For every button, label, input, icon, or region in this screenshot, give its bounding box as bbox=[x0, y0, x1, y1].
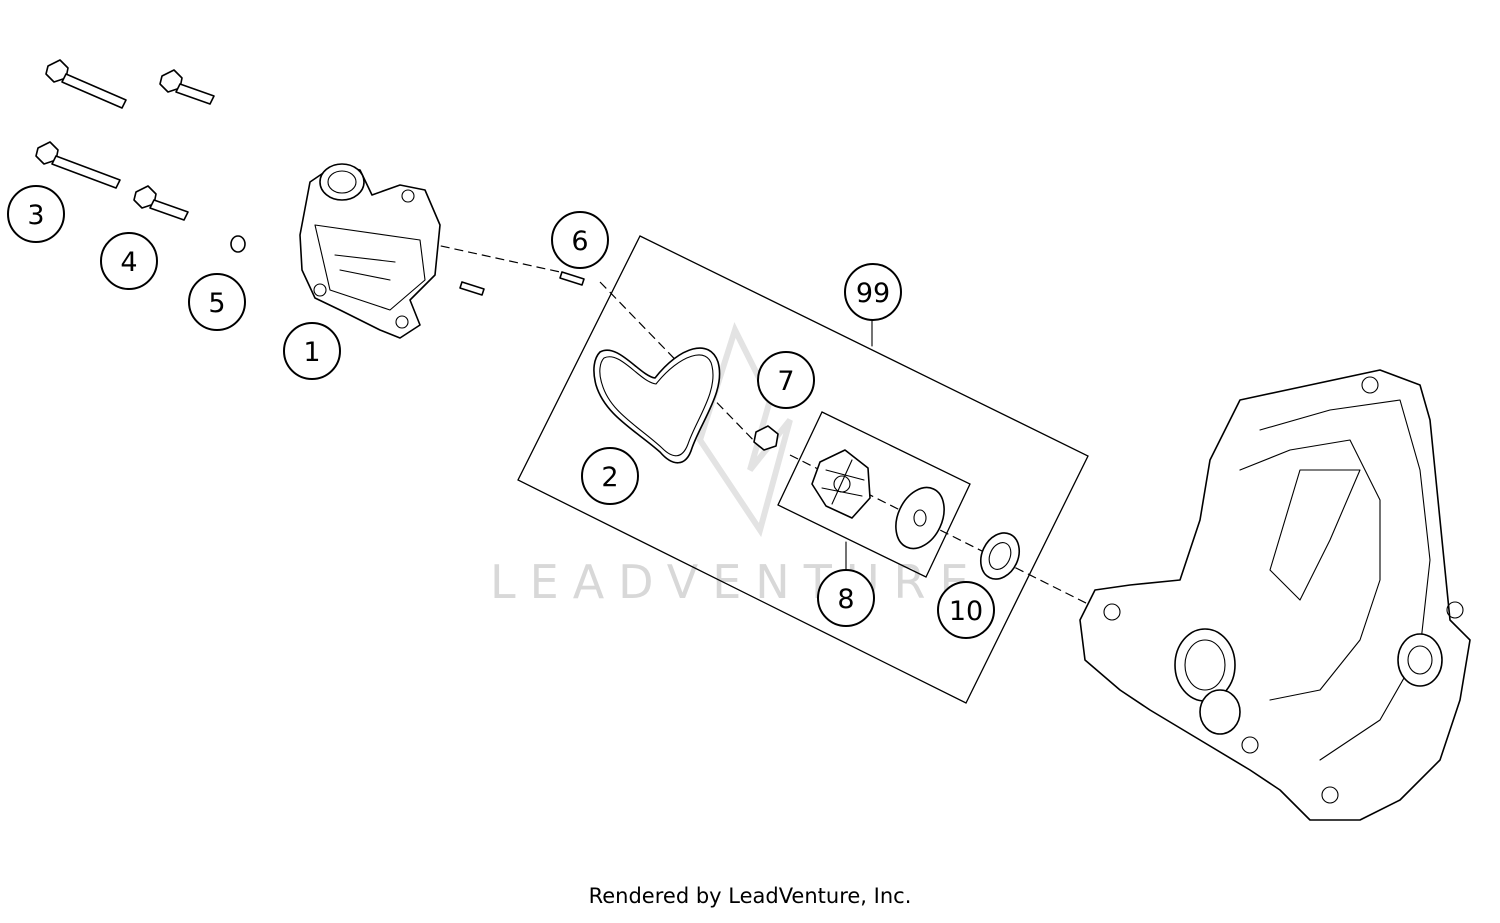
callout-6: 6 bbox=[551, 211, 609, 269]
callout-8: 8 bbox=[817, 569, 875, 627]
kit-8-box bbox=[777, 411, 971, 578]
svg-text:4: 4 bbox=[120, 247, 137, 278]
dowel-pin-right bbox=[559, 271, 585, 286]
svg-text:5: 5 bbox=[208, 288, 225, 319]
short-bolt-lower bbox=[133, 185, 189, 221]
callout-3: 3 bbox=[7, 185, 65, 243]
callout-1: 1 bbox=[283, 322, 341, 380]
kit-99-box bbox=[517, 235, 1089, 704]
short-bolt-top bbox=[159, 69, 215, 105]
seal-disk bbox=[895, 486, 945, 550]
assembly-axis-line bbox=[344, 224, 1091, 606]
water-pump-cover bbox=[299, 163, 441, 339]
washer bbox=[230, 235, 246, 253]
callout-10: 10 bbox=[937, 581, 995, 639]
svg-text:2: 2 bbox=[601, 462, 618, 493]
clutch-cover bbox=[1079, 369, 1471, 821]
callout-5: 5 bbox=[188, 273, 246, 331]
dowel-pin-left bbox=[459, 281, 485, 296]
svg-text:99: 99 bbox=[856, 278, 890, 309]
o-ring-gasket bbox=[593, 347, 721, 464]
impeller-nut bbox=[753, 425, 779, 451]
impeller bbox=[811, 449, 871, 519]
long-bolt-top bbox=[45, 59, 127, 109]
svg-text:10: 10 bbox=[949, 596, 983, 627]
svg-text:6: 6 bbox=[571, 226, 588, 257]
svg-text:3: 3 bbox=[27, 200, 44, 231]
watermark-text: LEADVENTURE bbox=[490, 555, 983, 609]
svg-text:7: 7 bbox=[777, 366, 794, 397]
callout-99: 99 bbox=[844, 263, 902, 321]
svg-text:8: 8 bbox=[837, 584, 854, 615]
svg-text:1: 1 bbox=[303, 337, 320, 368]
footer-credit: Rendered by LeadVenture, Inc. bbox=[588, 884, 912, 908]
shaft-seal bbox=[979, 532, 1021, 580]
callout-7: 7 bbox=[757, 351, 815, 409]
callout-4: 4 bbox=[100, 232, 158, 290]
callout-2: 2 bbox=[581, 447, 639, 505]
long-bolt-lower bbox=[35, 141, 121, 189]
